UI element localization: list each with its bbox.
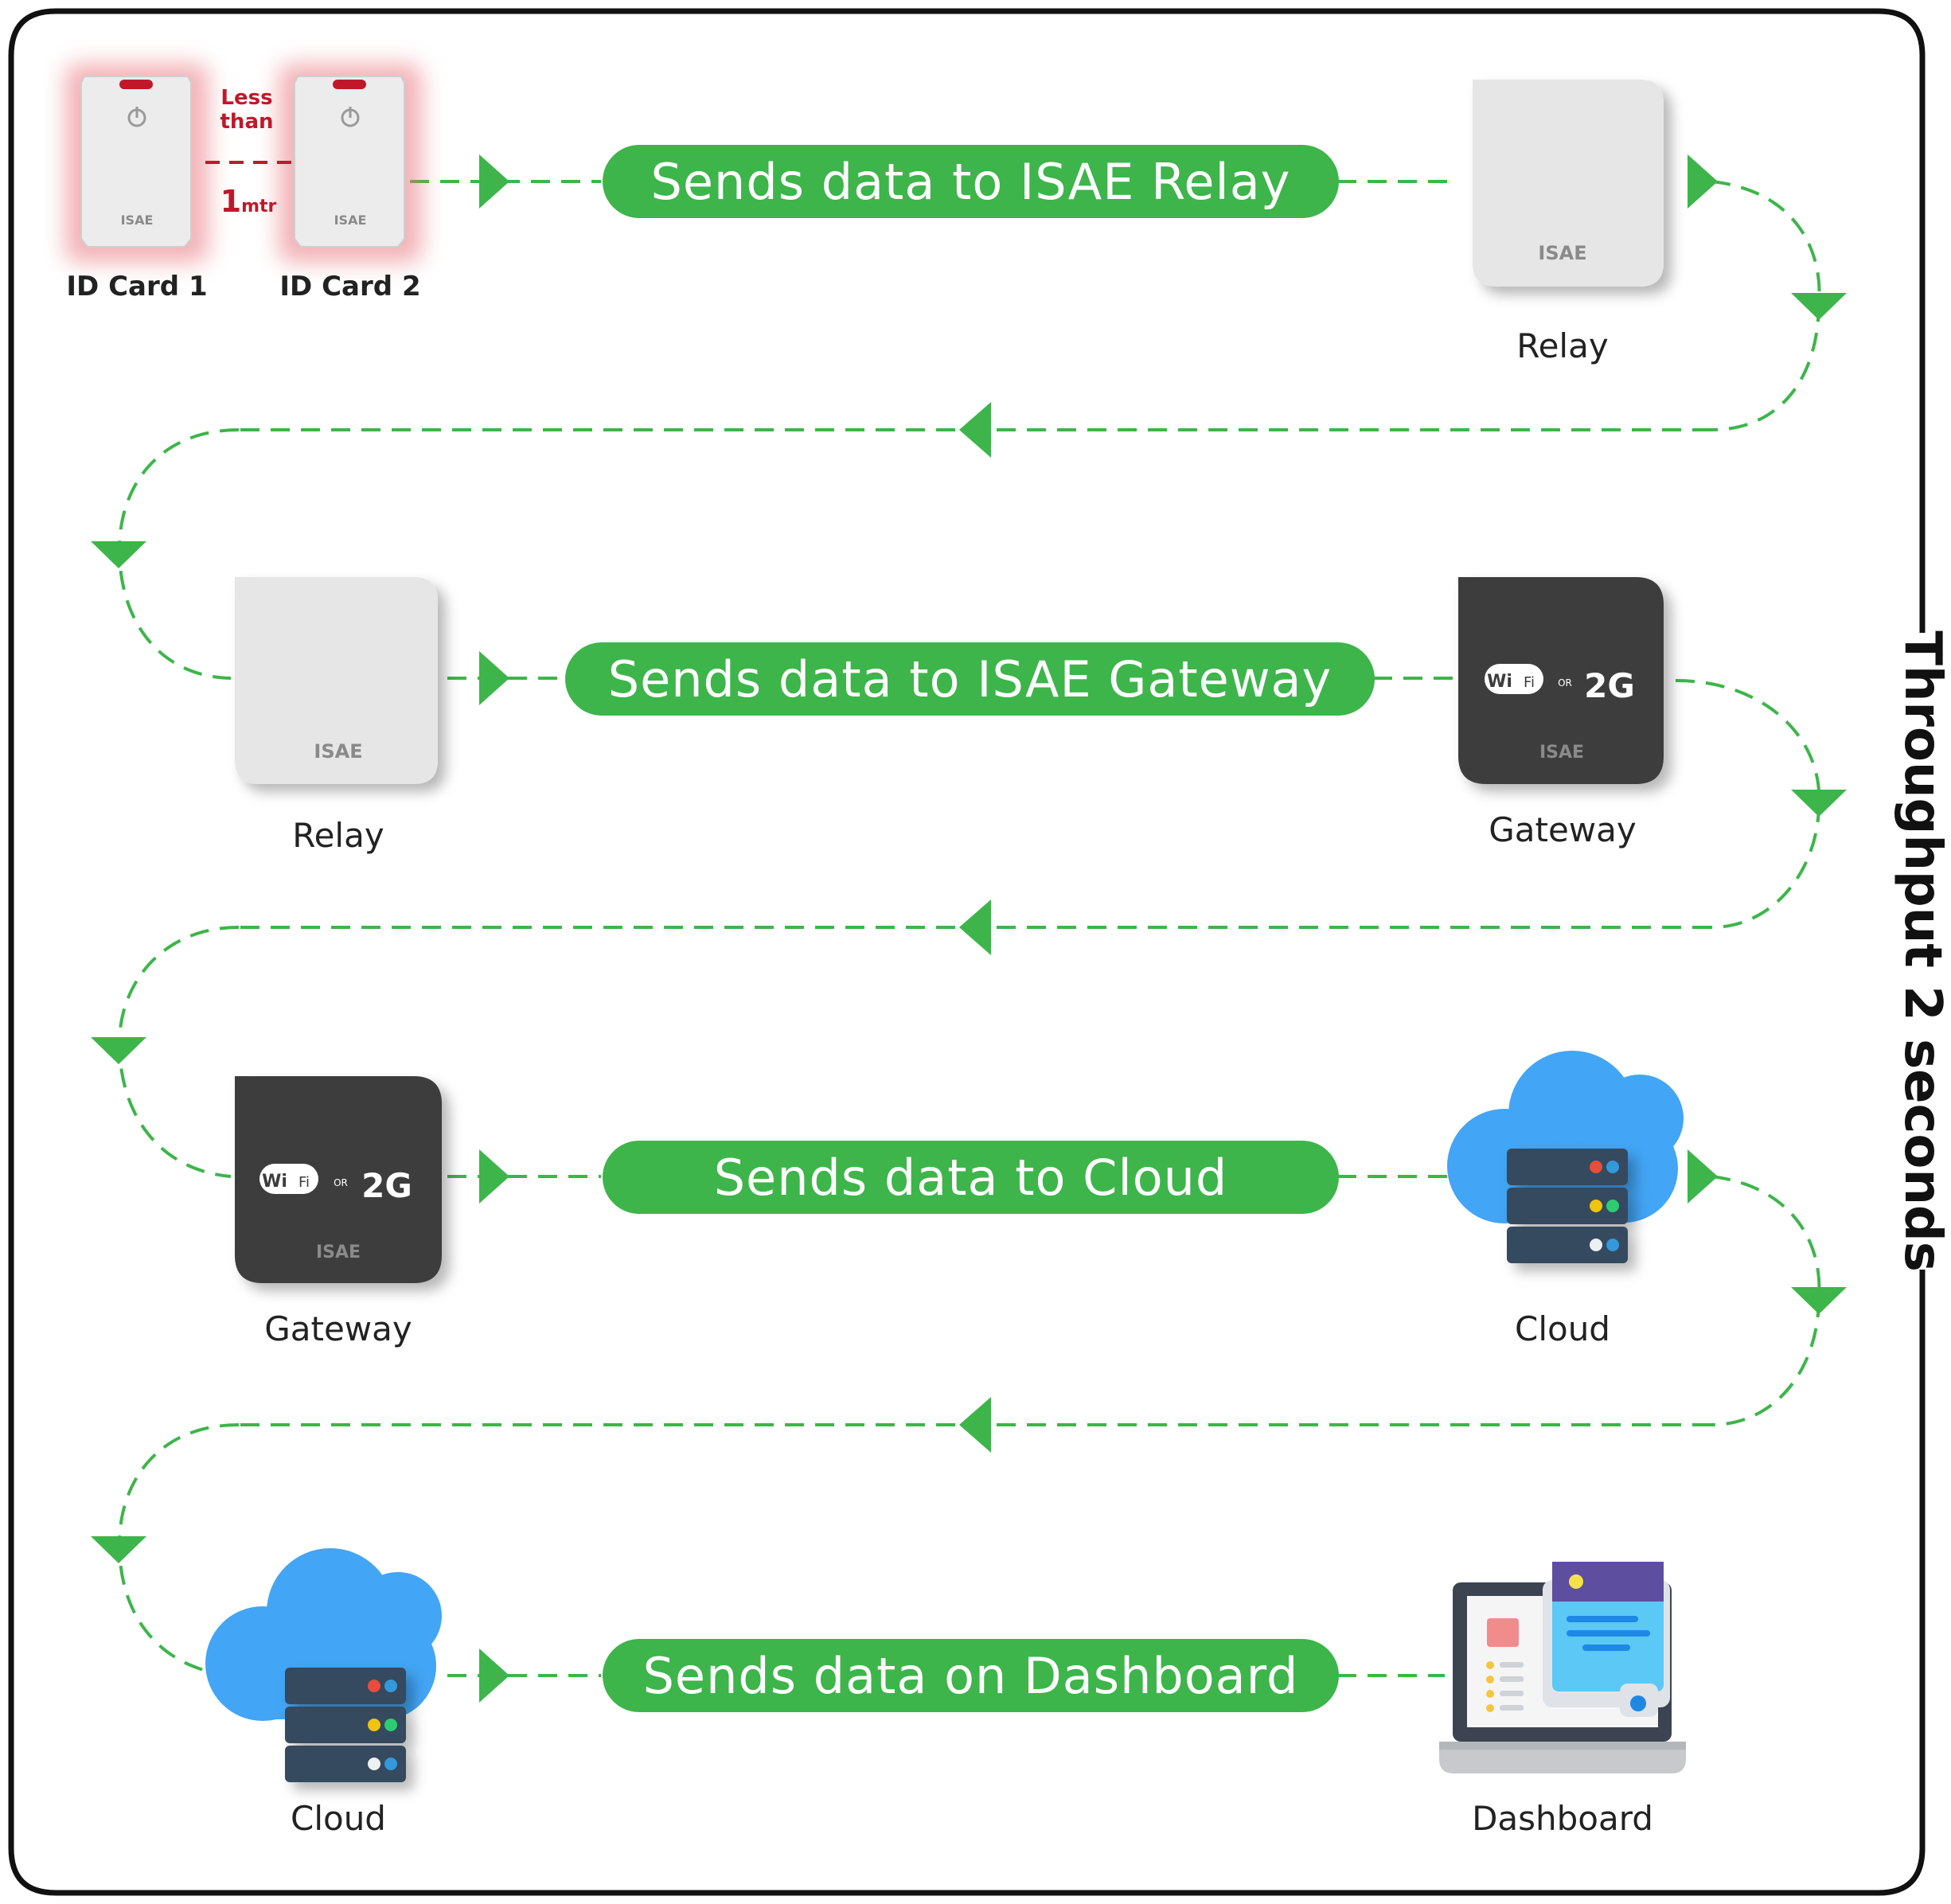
arrow-down-icon [1791,790,1847,817]
arrow-down-icon [91,1037,146,1064]
id-card-2-label: ID Card 2 [279,271,421,302]
cloud-2-label: Cloud [291,1799,386,1838]
gateway-1-icon: Wi Fi OR 2G ISAE [1458,577,1664,784]
id-card-1-icon: ISAE [65,64,209,263]
gateway-1-label: Gateway [1489,810,1637,849]
proximity-line-1: Less [220,86,273,110]
connector-curve [1711,180,1821,431]
arrow-down-icon [91,541,146,568]
throughput-title: Throughput 2 seconds [1893,630,1951,1272]
proximity-label: Less than [207,86,287,134]
gateway-2-icon: Wi Fi OR 2G ISAE [235,1076,442,1283]
outer-frame [8,8,1926,1896]
connector-curve [117,926,240,1178]
brand-mark: ISAE [1538,242,1586,264]
dashboard-icon [1439,1562,1686,1773]
brand-mark: ISAE [314,740,362,763]
arrow-left-icon [959,1397,991,1453]
proximity-line-2: than [220,110,274,134]
brand-mark: ISAE [1539,743,1584,763]
step-4-pill: Sends data on Dashboard [603,1639,1339,1712]
connector-curve [1675,679,1821,929]
arrow-down-icon [1791,293,1847,320]
arrowheads [91,154,1847,1703]
relay-1-icon: ISAE [1473,80,1664,287]
cloud-1-label: Cloud [1515,1309,1610,1348]
arrow-down-icon [91,1536,146,1563]
arrow-right-icon [479,651,509,705]
connector-curve [1711,1175,1821,1426]
id-card-1-label: ID Card 1 [66,271,208,302]
step-3-pill: Sends data to Cloud [603,1141,1339,1214]
wifi-mark: Wi [262,1172,287,1192]
arrow-right-icon [1688,154,1718,209]
cloud-2-icon [205,1548,442,1782]
cellular-mark: 2G [361,1166,412,1205]
wifi-mark: Fi [1524,674,1535,691]
arrow-right-icon [479,1149,509,1204]
arrow-right-icon [1688,1149,1718,1204]
dashboard-label: Dashboard [1472,1799,1653,1838]
step-1-pill: Sends data to ISAE Relay [603,145,1339,218]
distance-number: 1 [220,184,242,219]
arrow-right-icon [479,154,509,209]
connector-curve [117,428,240,680]
or-mark: OR [334,1177,348,1188]
distance-unit: mtr [241,197,277,217]
relay-2-label: Relay [292,816,384,855]
arrow-down-icon [1791,1287,1847,1314]
step-2-pill: Sends data to ISAE Gateway [565,642,1375,716]
arrow-right-icon [479,1648,509,1703]
brand-mark: ISAE [316,1243,361,1262]
wifi-mark: Fi [299,1174,310,1191]
gateway-2-label: Gateway [264,1309,412,1348]
id-card-2-icon: ISAE [279,64,422,263]
brand-mark: ISAE [121,213,154,228]
wifi-mark: Wi [1487,672,1512,692]
or-mark: OR [1558,677,1572,689]
cellular-mark: 2G [1584,666,1635,705]
relay-2-icon: ISAE [235,577,438,784]
proximity-distance: 1mtr [209,181,288,228]
brand-mark: ISAE [334,213,367,228]
cloud-1-icon [1447,1051,1684,1263]
relay-1-label: Relay [1516,326,1609,365]
arrow-left-icon [959,402,991,458]
arrow-left-icon [959,899,991,955]
